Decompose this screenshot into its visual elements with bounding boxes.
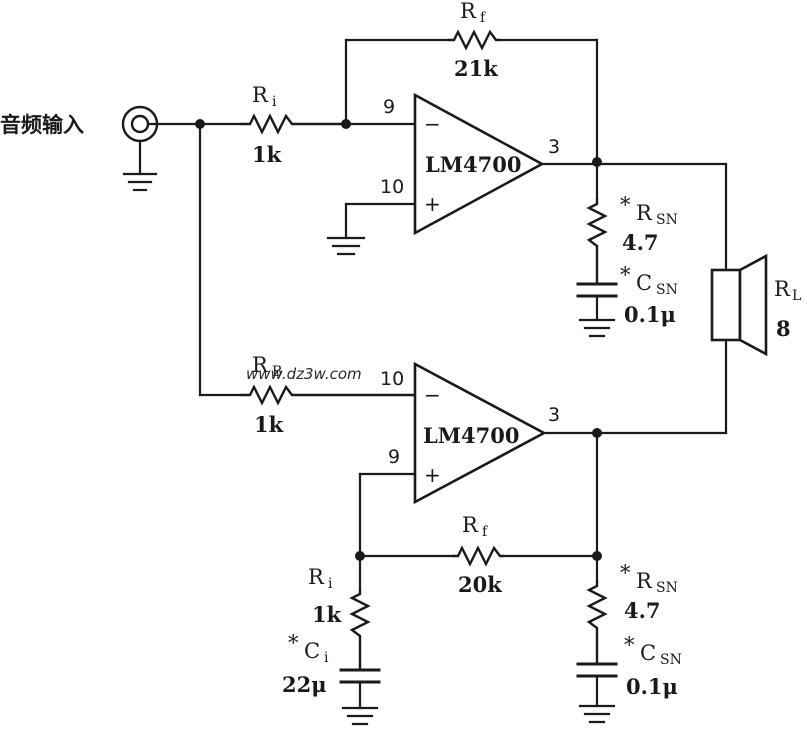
amp-top-plus: + — [424, 192, 441, 216]
ci-value: 22μ — [282, 672, 327, 697]
ground-top-noninv — [326, 202, 417, 256]
ri-bottom-sub: i — [328, 576, 333, 592]
ri-top-name: R — [252, 83, 269, 107]
csn-top-sub: SN — [656, 282, 678, 298]
ri-bottom-name: R — [308, 565, 325, 589]
capacitor-ci — [339, 668, 381, 710]
ground-ci — [341, 706, 379, 726]
rf-top-sub: f — [480, 10, 487, 26]
csn-bottom-sub: SN — [660, 652, 682, 668]
rsn-bottom-value: 4.7 — [624, 598, 661, 623]
load-value: 8 — [776, 316, 791, 341]
rf-top-value: 21k — [454, 56, 498, 81]
amp-bottom-minus: − — [424, 383, 441, 407]
capacitor-csn-bottom — [576, 662, 618, 708]
audio-input-jack — [121, 105, 159, 192]
amp-top-pin-out: 3 — [548, 136, 560, 158]
ci-sub: i — [324, 650, 329, 666]
rf-bottom-name: R — [462, 513, 479, 537]
speaker-load — [710, 253, 768, 434]
ri-top-value: 1k — [252, 142, 282, 167]
amp-bottom-pin-noninv: 9 — [388, 446, 400, 468]
input-label: 音频输入 — [0, 113, 84, 137]
rf-top-name: R — [460, 0, 477, 23]
ri-top-sub: i — [272, 94, 277, 110]
csn-bottom-value: 0.1μ — [626, 674, 678, 699]
rsn-top-value: 4.7 — [622, 230, 659, 255]
amp-bottom-name: LM4700 — [423, 423, 519, 448]
rb-name: R — [252, 353, 269, 377]
watermark: www.dz3w.com — [246, 365, 362, 383]
output-wiring-bottom — [355, 428, 728, 590]
amp-top-minus: − — [424, 112, 441, 136]
rb-value: 1k — [254, 412, 284, 437]
load-sub: L — [792, 288, 801, 304]
amp-top-pin-inv: 9 — [383, 96, 395, 118]
csn-top-star: * — [620, 263, 631, 287]
amplifier-bottom — [413, 361, 547, 505]
resistor-rsn-top — [586, 198, 608, 284]
csn-bottom-name: C — [640, 641, 656, 665]
amp-bottom-plus: + — [424, 463, 441, 487]
rf-bottom-sub: f — [482, 524, 489, 540]
rf-bottom-value: 20k — [458, 572, 502, 597]
amp-bottom-pin-out: 3 — [548, 404, 560, 426]
csn-bottom-star: * — [624, 633, 635, 657]
feedback-path-top — [344, 38, 599, 162]
resistor-rsn-bottom — [586, 580, 608, 664]
resistor-rb — [240, 384, 415, 406]
resistor-ri-bottom — [349, 588, 371, 670]
rsn-bottom-name: R — [636, 569, 653, 593]
load-name: R — [774, 277, 791, 301]
csn-top-value: 0.1μ — [624, 302, 676, 327]
amp-bottom-pin-inv: 10 — [380, 368, 404, 390]
ci-star: * — [288, 631, 299, 655]
ground-csn-top — [578, 318, 616, 338]
ci-name: C — [304, 639, 320, 663]
amp-top-pin-noninv: 10 — [380, 176, 404, 198]
ri-bottom-value: 1k — [312, 602, 342, 627]
resistor-ri-top — [240, 113, 346, 135]
resistor-rf-top — [448, 29, 500, 51]
amp-top-name: LM4700 — [425, 152, 521, 177]
csn-top-name: C — [636, 271, 652, 295]
input-wiring — [146, 119, 242, 397]
amplifier-top — [413, 92, 545, 236]
capacitor-csn-top — [576, 282, 618, 322]
output-wiring-top — [540, 157, 728, 272]
rb-sub: B — [272, 364, 282, 380]
ground-csn-bottom — [578, 704, 616, 724]
resistor-rf-bottom — [452, 545, 504, 567]
rsn-top-star: * — [620, 193, 631, 217]
rsn-top-name: R — [636, 201, 653, 225]
rsn-top-sub: SN — [656, 212, 678, 228]
rsn-bottom-sub: SN — [656, 580, 678, 596]
rsn-bottom-star: * — [620, 561, 631, 585]
